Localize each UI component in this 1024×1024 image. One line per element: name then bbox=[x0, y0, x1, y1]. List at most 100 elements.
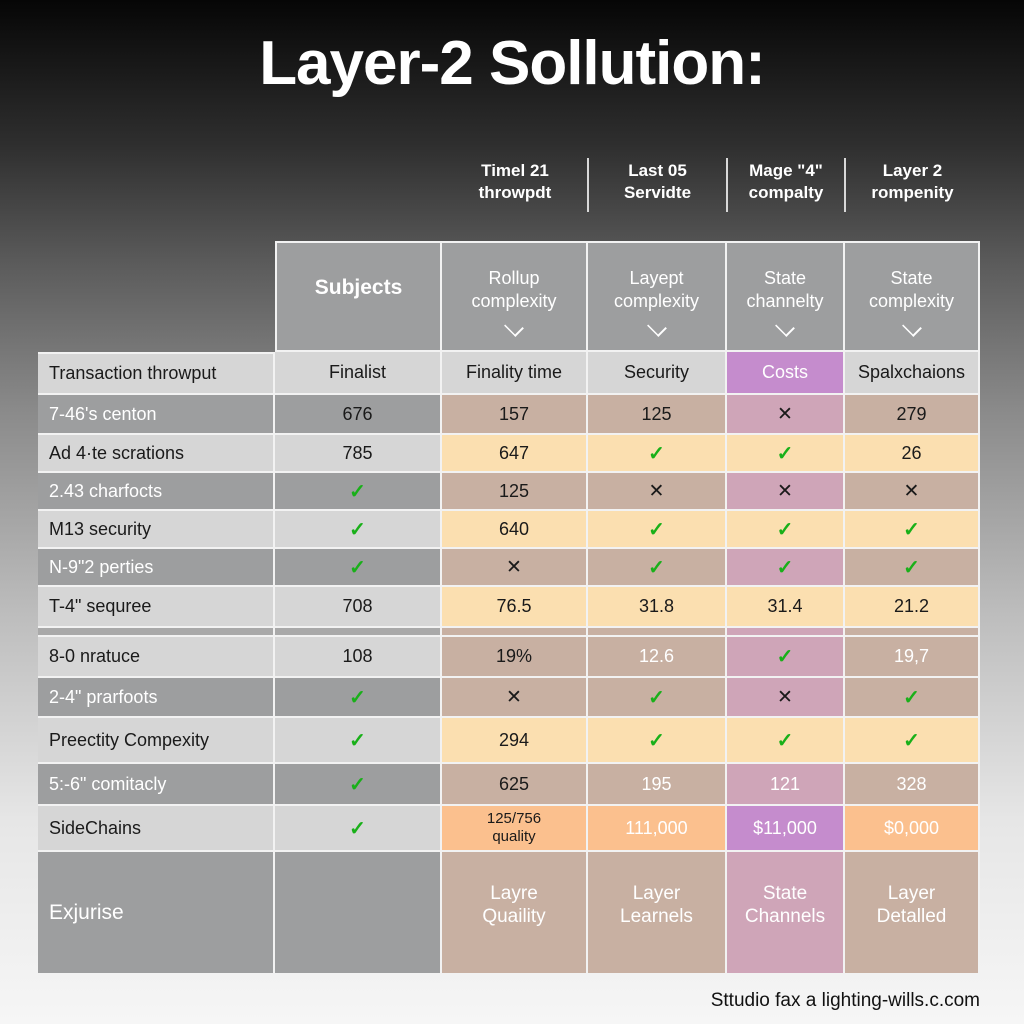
row-label: N-9"2 perties bbox=[38, 549, 275, 587]
cell-value: 125 bbox=[498, 480, 530, 501]
check-icon: ✓ bbox=[648, 556, 665, 579]
top-header-line: throwpdt bbox=[478, 183, 552, 202]
check-icon: ✓ bbox=[349, 556, 366, 579]
table-cell: State Channels bbox=[727, 852, 845, 975]
table-cell: 12.6 bbox=[588, 637, 727, 678]
table-cell: Layer Learnels bbox=[588, 852, 727, 975]
check-icon: ✓ bbox=[648, 686, 665, 709]
table-cell: 195 bbox=[588, 764, 727, 806]
column-header-label: complexity bbox=[868, 290, 955, 311]
check-icon: ✓ bbox=[349, 518, 366, 541]
row-label: Exjurise bbox=[38, 852, 275, 975]
cell-value: State Channels bbox=[744, 882, 826, 927]
table-cell: ✓ bbox=[275, 473, 442, 511]
table-cell: 76.5 bbox=[442, 587, 588, 628]
cell-value: 12.6 bbox=[638, 646, 675, 666]
top-header-line: Mage "4" bbox=[749, 161, 823, 180]
top-header-line: Servidte bbox=[623, 183, 692, 202]
check-icon: ✓ bbox=[903, 518, 920, 541]
subheader-label: Transaction throwput bbox=[49, 363, 217, 383]
row-separator bbox=[588, 628, 727, 637]
table-cell: 294 bbox=[442, 718, 588, 764]
row-label: 7-46's centon bbox=[38, 395, 275, 435]
row-label: SideChains bbox=[38, 806, 275, 852]
chevron-down-icon[interactable] bbox=[646, 316, 667, 337]
top-header-1: Timel 21 throwpdt bbox=[442, 160, 588, 212]
table-cell: 21.2 bbox=[845, 587, 980, 628]
check-icon: ✓ bbox=[349, 686, 366, 709]
check-icon: ✓ bbox=[648, 442, 665, 465]
cross-icon: ✕ bbox=[506, 556, 522, 578]
table-cell: ✓ bbox=[275, 764, 442, 806]
cell-value: 195 bbox=[641, 773, 672, 794]
table-cell: ✓ bbox=[275, 806, 442, 852]
column-header-label: State bbox=[890, 267, 933, 288]
table-cell: ✓ bbox=[275, 678, 442, 718]
cross-icon: ✕ bbox=[777, 480, 793, 502]
row-label: 2.43 charfocts bbox=[38, 473, 275, 511]
divider bbox=[587, 158, 589, 212]
table-cell: ✓ bbox=[588, 718, 727, 764]
check-icon: ✓ bbox=[903, 686, 920, 709]
check-icon: ✓ bbox=[903, 729, 920, 752]
row-label-text: Preectity Compexity bbox=[49, 729, 210, 750]
column-header-label: State bbox=[763, 267, 807, 288]
column-header-label: Layept bbox=[629, 267, 684, 288]
row-separator bbox=[38, 628, 275, 637]
cell-value: 647 bbox=[498, 442, 530, 463]
cell-value: 676 bbox=[342, 403, 373, 424]
subheader-cell[interactable]: Finalist bbox=[275, 352, 442, 395]
row-label-text: 2-4" prarfoots bbox=[49, 686, 158, 707]
cross-icon: ✕ bbox=[903, 480, 920, 502]
cell-value: 279 bbox=[896, 403, 927, 424]
table-cell: 708 bbox=[275, 587, 442, 628]
chevron-down-icon[interactable] bbox=[901, 316, 922, 337]
table-cell: ✕ bbox=[727, 678, 845, 718]
subheader-cell[interactable]: Finality time bbox=[442, 352, 588, 395]
cell-value: $11,000 bbox=[753, 817, 817, 838]
subheader-cell[interactable]: Spalxchaions bbox=[845, 352, 980, 395]
top-header-line: Timel 21 bbox=[481, 161, 549, 180]
table-cell: ✕ bbox=[727, 395, 845, 435]
subheader-label: Finality time bbox=[465, 362, 563, 382]
column-header-subjects[interactable]: Subjects bbox=[275, 241, 442, 352]
check-icon: ✓ bbox=[776, 556, 794, 579]
check-icon: ✓ bbox=[776, 442, 794, 465]
table-cell: 157 bbox=[442, 395, 588, 435]
divider bbox=[726, 158, 728, 212]
cell-value: Layre Quaility bbox=[482, 882, 546, 927]
subheader-cell[interactable]: Transaction throwput bbox=[38, 352, 275, 395]
table-cell: 108 bbox=[275, 637, 442, 678]
table-cell: ✓ bbox=[727, 511, 845, 549]
chevron-down-icon[interactable] bbox=[775, 316, 795, 337]
table-cell: 125 bbox=[588, 395, 727, 435]
table-cell: ✓ bbox=[588, 678, 727, 718]
table-cell: ✕ bbox=[588, 473, 727, 511]
table-cell: ✕ bbox=[845, 473, 980, 511]
top-header-3: Mage "4" compalty bbox=[727, 160, 845, 212]
check-icon: ✓ bbox=[349, 729, 366, 752]
subheader-label: Costs bbox=[761, 362, 808, 382]
table-cell: 19,7 bbox=[845, 637, 980, 678]
table-cell: ✓ bbox=[588, 511, 727, 549]
table-cell: ✓ bbox=[845, 549, 980, 587]
cross-icon: ✕ bbox=[648, 480, 665, 502]
table-cell: 676 bbox=[275, 395, 442, 435]
chevron-down-icon[interactable] bbox=[504, 316, 524, 337]
row-label-text: 2.43 charfocts bbox=[49, 480, 163, 501]
row-label-text: Exjurise bbox=[49, 900, 124, 924]
subheader-cell[interactable]: Security bbox=[588, 352, 727, 395]
row-label-text: N-9"2 perties bbox=[49, 556, 154, 577]
table-cell: ✓ bbox=[727, 637, 845, 678]
table-cell: 647 bbox=[442, 435, 588, 473]
check-icon: ✓ bbox=[903, 556, 920, 579]
subheader-cell[interactable]: Costs bbox=[727, 352, 845, 395]
cell-value: 31.8 bbox=[638, 596, 675, 616]
top-header-line: compalty bbox=[748, 183, 824, 202]
page-title: Layer-2 Sollution: bbox=[259, 29, 766, 98]
check-icon: ✓ bbox=[648, 518, 665, 541]
